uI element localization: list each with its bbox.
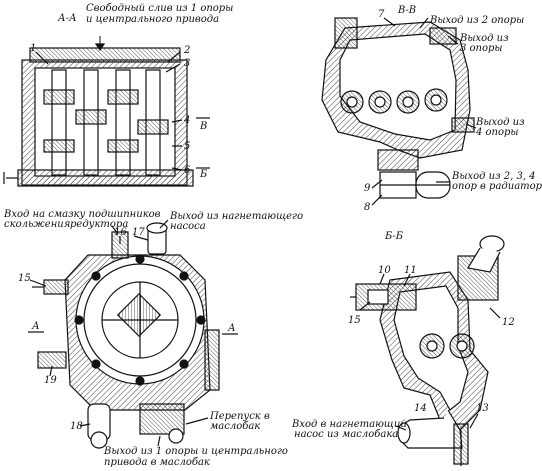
technical-drawing: А-А В-В Б-Б В Б А А Свободный слив из 1 … [3, 3, 542, 468]
annotation-bypass-a: Перепуск в [210, 411, 270, 422]
annotation-reducer: редуктора [70, 219, 129, 230]
view-vv [321, 17, 477, 206]
annotation-out-1-tank-b: привода в маслобак [104, 457, 210, 468]
part-number-12: 12 [502, 317, 515, 328]
annotation-out-234b: опор в радиатор [452, 181, 542, 192]
part-number-5: 5 [184, 141, 191, 152]
part-number-11: 11 [404, 265, 417, 276]
part-number-19: 19 [44, 375, 57, 386]
annotation-out-4a: Выход из [476, 117, 525, 128]
annotation-free-drain-2: и центрального привода [86, 14, 220, 25]
view-aa [3, 36, 210, 187]
view-bb [350, 235, 505, 466]
view-mark-v: В [200, 121, 208, 132]
drawing-svg [3, 17, 505, 466]
annotation-out-234a: Выход из 2, 3, 4 [452, 171, 536, 182]
annotation-out-3b: 3 опоры [460, 43, 503, 54]
part-number-16: 16 [114, 227, 127, 238]
part-number-15-right: 15 [348, 315, 361, 326]
annotation-bypass-b: маслобак [210, 421, 261, 432]
part-number-8: 8 [364, 202, 371, 213]
annotation-pump-in-a: Вход в нагнетающий [292, 419, 407, 430]
part-number-15-left: 15 [18, 273, 31, 284]
part-number-6: 6 [184, 165, 191, 176]
view-mark-b: Б [200, 169, 208, 180]
view-mark-a-right: А [228, 323, 236, 334]
part-number-7: 7 [378, 9, 385, 20]
annotation-out-2: Выход из 2 опоры [430, 15, 525, 26]
part-number-18: 18 [70, 421, 83, 432]
part-number-9: 9 [364, 183, 371, 194]
part-number-10: 10 [378, 265, 391, 276]
part-number-2: 2 [184, 45, 191, 56]
view-plan [28, 219, 238, 449]
part-number-13: 13 [476, 403, 489, 414]
annotation-free-drain-1: Свободный слив из 1 опоры [86, 3, 234, 14]
annotation-in-lube-a: Вход на смазку подшипников [4, 209, 161, 220]
part-number-4: 4 [184, 115, 191, 126]
part-number-1: 1 [30, 43, 37, 54]
part-number-17: 17 [132, 227, 145, 238]
section-title-vv: В-В [398, 5, 417, 16]
annotation-pump-in-b: насос из маслобака [294, 429, 399, 440]
annotation-pump-out-b: насоса [170, 221, 206, 232]
annotation-out-3a: Выход из [460, 33, 509, 44]
annotation-pump-out-a: Выход из нагнетающего [170, 211, 304, 222]
section-title-aa: А-А [58, 13, 77, 24]
annotation-out-1-tank-a: Выход из 1 опоры и центрального [104, 446, 288, 457]
part-number-14: 14 [414, 403, 427, 414]
view-mark-a-left: А [32, 321, 40, 332]
part-number-3: 3 [184, 58, 191, 69]
section-title-bb: Б-Б [385, 231, 404, 242]
annotation-in-lube-b: скольжения [4, 219, 71, 230]
annotation-out-4b: 4 опоры [476, 127, 519, 138]
